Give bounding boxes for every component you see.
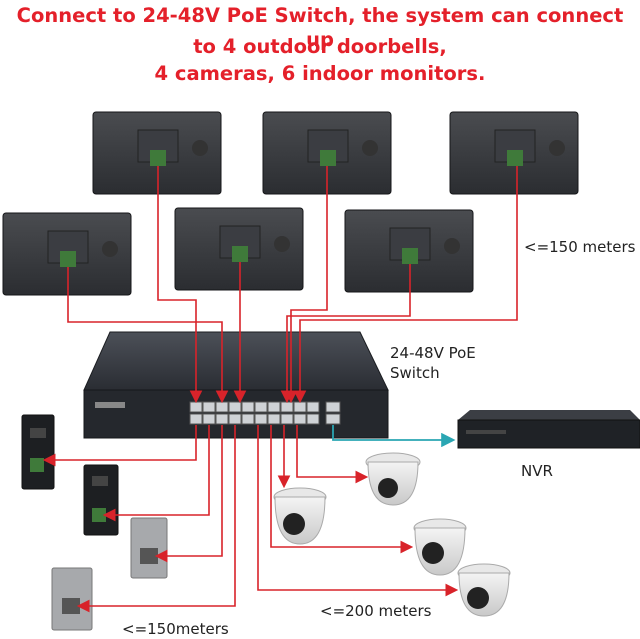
doorbell-distance-label: <=150meters xyxy=(122,620,229,638)
indoor-monitor-3 xyxy=(450,112,578,194)
camera-distance-label: <=200 meters xyxy=(320,602,431,620)
outdoor-doorbell-4 xyxy=(52,568,92,630)
indoor-monitor-4 xyxy=(3,213,131,295)
dome-camera-2 xyxy=(274,488,326,544)
indoor-monitor-1 xyxy=(93,112,221,194)
dome-camera-1 xyxy=(366,453,420,505)
outdoor-doorbell-2 xyxy=(84,465,118,535)
monitor-distance-label: <=150 meters xyxy=(524,238,635,256)
outdoor-doorbell-1 xyxy=(22,415,54,489)
switch-label-line-2: Switch xyxy=(390,364,440,382)
dome-camera-3 xyxy=(414,519,466,575)
outdoor-doorbell-3 xyxy=(131,518,167,578)
nvr-label: NVR xyxy=(521,462,553,480)
switch-label-line-1: 24-48V PoE xyxy=(390,344,476,362)
indoor-monitor-6 xyxy=(345,210,473,292)
dome-camera-4 xyxy=(458,564,510,616)
indoor-monitor-5 xyxy=(175,208,303,290)
poe-switch xyxy=(84,332,388,438)
nvr-recorder xyxy=(458,410,640,448)
